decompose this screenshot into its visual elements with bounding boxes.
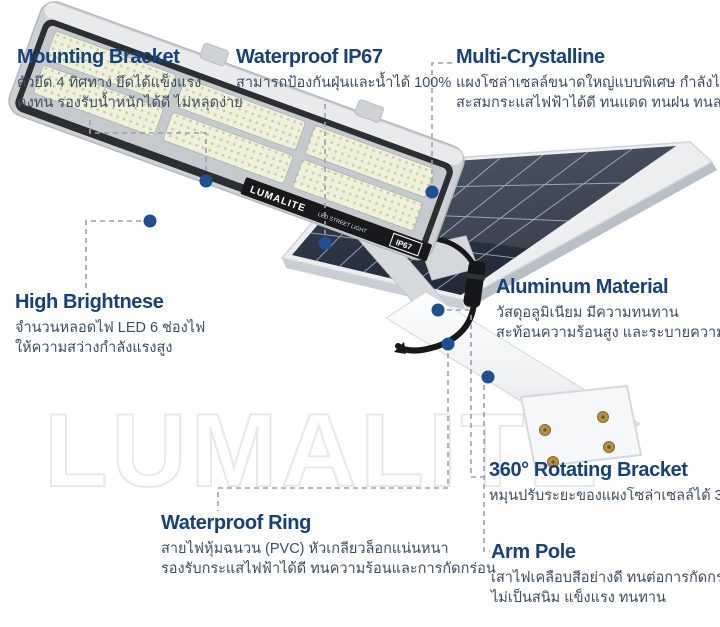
callout-high-brightnese: High Brightnese จำนวนหลอดไฟ LED 6 ช่องไฟ…: [15, 291, 205, 358]
callout-arm-pole: Arm Pole เสาไฟเคลือบสีอย่างดี ทนต่อการกั…: [491, 541, 720, 608]
annotation-dot: [481, 370, 495, 384]
callout-line: แผงโซล่าเซลล์ขนาดใหญ่แบบพิเศษ กำลังไฟ 6V…: [456, 75, 720, 91]
callout-line: จำนวนหลอดไฟ LED 6 ช่องไฟ: [15, 320, 206, 336]
annotation-dot: [318, 236, 332, 250]
brand-label: [240, 177, 432, 262]
callout-line: คงทน รองรับน้ำหนักได้ดี ไม่หลุดง่าย: [17, 95, 243, 111]
mounting-clip: [199, 42, 229, 67]
callout-line: วัสดุอลูมิเนียม มีความทนทาน: [496, 305, 679, 321]
leader-rotating-bracket: [470, 315, 486, 478]
callout-mounting-bracket: Mounting Bracket ตัวยึด 4 ทิศทาง ยึดได้แ…: [17, 46, 243, 113]
callout-multi-crystalline: Multi-Crystalline แผงโซล่าเซลล์ขนาดใหญ่แ…: [456, 46, 720, 113]
mounting-plate: [519, 384, 643, 469]
callout-line: หมุนปรับระยะของแผงโซล่าเซลล์ได้ 360 องศา: [489, 488, 720, 504]
callout-line: สายไฟหุ้มฉนวน (PVC) หัวเกลียวล็อกแน่นหนา: [161, 541, 449, 557]
callout-line: ให้ความสว่างกำลังแรงสูง: [15, 340, 173, 356]
callout-line: รองรับกระแสไฟฟ้าได้ดี ทนความร้อนและการกั…: [161, 561, 496, 577]
callout-title: Arm Pole: [491, 541, 576, 563]
leader-mounting-bracket: [89, 120, 207, 172]
annotation-dot: [425, 185, 439, 199]
callout-waterproof-ring: Waterproof Ring สายไฟหุ้มฉนวน (PVC) หัวเ…: [161, 512, 496, 579]
callout-line: เสาไฟเคลือบสีอย่างดี ทนต่อการกัดกร่อน: [491, 570, 720, 586]
callout-line: สะสมกระแสไฟฟ้าได้ดี ทนแดด ทนฝน ทนลม: [456, 95, 720, 111]
plate-screws: [539, 411, 615, 468]
mounting-clip: [354, 99, 384, 123]
leader-arm-pole: [483, 385, 490, 552]
leader-waterproof-ring: [217, 353, 449, 511]
annotation-dot: [199, 174, 213, 188]
callout-aluminum-material: Aluminum Material วัสดุอลูมิเนียม มีความ…: [496, 276, 720, 343]
callout-title: Waterproof IP67: [236, 46, 383, 68]
solar-panel-edge: [462, 162, 717, 309]
callout-line: ตัวยึด 4 ทิศทาง ยึดได้แข็งแรง: [17, 75, 202, 91]
brand-watermark: LUMALITE: [43, 392, 602, 510]
annotation-dot: [441, 337, 455, 351]
callout-line: สะท้อนความร้อนสูง และระบายความร้อนได้ดี: [496, 325, 720, 341]
annotation-dot: [431, 303, 445, 317]
callout-title: Waterproof Ring: [161, 512, 311, 534]
callout-title: 360° Rotating Bracket: [489, 459, 688, 481]
callout-line: สามารถป้องกันฝุ่นและน้ำได้ 100%: [236, 75, 452, 91]
callout-title: Mounting Bracket: [17, 46, 180, 68]
callout-title: High Brightnese: [15, 291, 164, 313]
led-modules: [33, 31, 435, 231]
callout-rotating-bracket: 360° Rotating Bracket หมุนปรับระยะของแผง…: [489, 459, 720, 506]
annotation-dots: [143, 174, 495, 384]
leader-high-brightnese: [85, 220, 141, 288]
callout-title: Aluminum Material: [496, 276, 669, 298]
annotation-dot: [143, 214, 157, 228]
callout-title: Multi-Crystalline: [456, 46, 605, 68]
leader-multi-crystalline: [431, 62, 452, 183]
callout-waterproof-ip67: Waterproof IP67 สามารถป้องกันฝุ่นและน้ำไ…: [236, 46, 451, 93]
callout-line: ไม่เป็นสนิม แข็งแรง ทนทาน: [491, 590, 666, 606]
lamp-head: LUMALITE LED STREET LIGHT IP67: [8, 1, 465, 262]
power-cable: [394, 237, 486, 354]
leader-lines: [85, 62, 490, 552]
